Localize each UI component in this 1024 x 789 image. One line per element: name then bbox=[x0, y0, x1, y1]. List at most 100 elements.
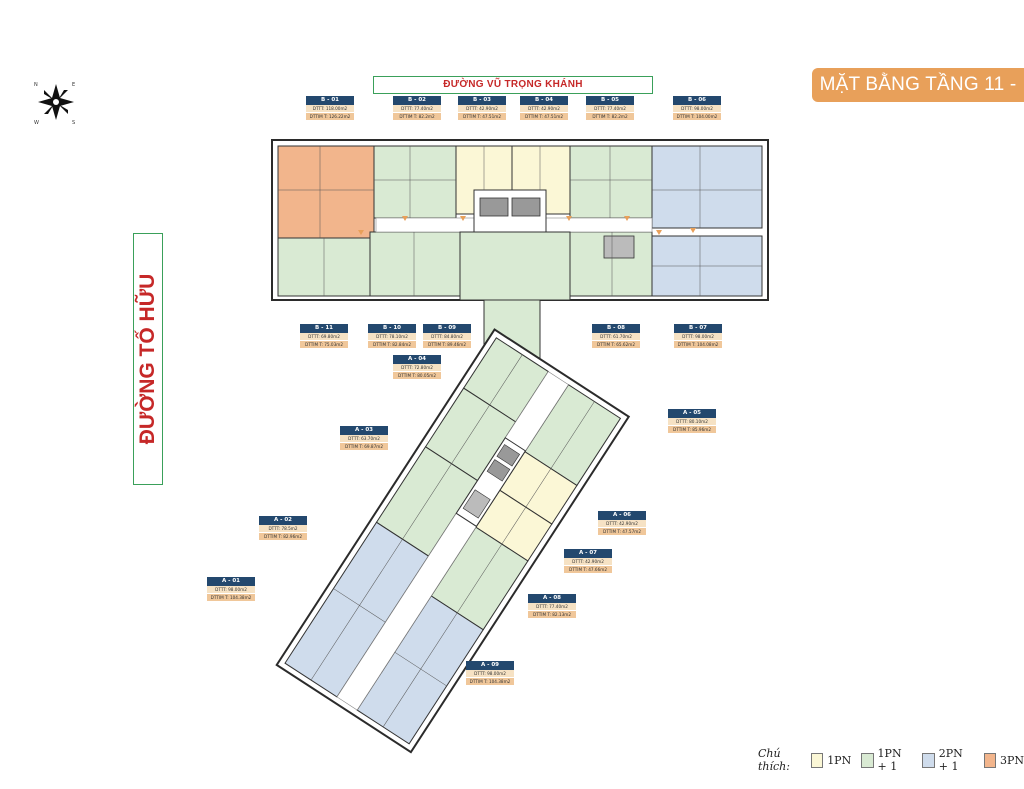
unit-b06 bbox=[651, 145, 763, 229]
unit-dttt: DTTT: 118.00m2 bbox=[306, 105, 354, 113]
unit-dttt: DTTT: 98.00m2 bbox=[207, 586, 255, 594]
unit-code: A - 05 bbox=[668, 409, 716, 418]
unit-label-a07: A - 07 DTTT: 42.90m2 DTTIM T: 47.66m2 bbox=[564, 549, 612, 573]
unit-dttt: DTTT: 72.80m2 bbox=[393, 364, 441, 372]
legend-label-2pn-plus-1: 2PN + 1 bbox=[938, 747, 963, 773]
unit-dttt: DTTT: 77.40m2 bbox=[393, 105, 441, 113]
unit-code: A - 08 bbox=[528, 594, 576, 603]
unit-label-a08: A - 08 DTTT: 77.40m2 DTTIM T: 82.13m2 bbox=[528, 594, 576, 618]
unit-code: A - 07 bbox=[564, 549, 612, 558]
unit-dttim: DTTIM T: 82.13m2 bbox=[528, 611, 576, 618]
unit-label-b03: B - 03 DTTT: 42.90m2 DTTIM T: 47.51m2 bbox=[458, 96, 506, 120]
street-label-top: ĐƯỜNG VŨ TRỌNG KHÁNH bbox=[373, 76, 653, 94]
unit-code: B - 01 bbox=[306, 96, 354, 105]
unit-dttim: DTTIM T: 104.38m2 bbox=[207, 594, 255, 601]
unit-code: A - 01 bbox=[207, 577, 255, 586]
unit-dttt: DTTT: 98.00m2 bbox=[673, 105, 721, 113]
unit-code: B - 11 bbox=[300, 324, 348, 333]
unit-dttim: DTTIM T: 126.22m2 bbox=[306, 113, 354, 120]
unit-label-a06: A - 06 DTTT: 42.90m2 DTTIM T: 47.57m2 bbox=[598, 511, 646, 535]
unit-dttim: DTTIM T: 82.2m2 bbox=[586, 113, 634, 120]
unit-dttim: DTTIM T: 104.00m2 bbox=[673, 113, 721, 120]
unit-label-b02: B - 02 DTTT: 77.40m2 DTTIM T: 82.2m2 bbox=[393, 96, 441, 120]
unit-label-b07: B - 07 DTTT: 98.00m2 DTTIM T: 104.08m2 bbox=[674, 324, 722, 348]
unit-dttim: DTTIM T: 47.51m2 bbox=[520, 113, 568, 120]
unit-label-a04: A - 04 DTTT: 72.80m2 DTTIM T: 80.05m2 bbox=[393, 355, 441, 379]
unit-label-b01: B - 01 DTTT: 118.00m2 DTTIM T: 126.22m2 bbox=[306, 96, 354, 120]
unit-label-b04: B - 04 DTTT: 42.90m2 DTTIM T: 47.51m2 bbox=[520, 96, 568, 120]
unit-dttt: DTTT: 61.70m2 bbox=[592, 333, 640, 341]
unit-code: B - 02 bbox=[393, 96, 441, 105]
unit-label-b10: B - 10 DTTT: 78.10m2 DTTIM T: 82.84m2 bbox=[368, 324, 416, 348]
unit-dttim: DTTIM T: 89.46m2 bbox=[423, 341, 471, 348]
unit-dttim: DTTIM T: 80.05m2 bbox=[393, 372, 441, 379]
legend-swatch-1pn-plus-1 bbox=[861, 752, 874, 768]
unit-b10 bbox=[369, 231, 461, 297]
svg-text:N: N bbox=[34, 82, 38, 88]
street-label-left: ĐƯỜNG TỐ HỮU bbox=[133, 233, 163, 485]
unit-code: A - 02 bbox=[259, 516, 307, 525]
unit-dttt: DTTT: 42.90m2 bbox=[520, 105, 568, 113]
unit-b01 bbox=[277, 145, 375, 239]
unit-dttt: DTTT: 77.40m2 bbox=[586, 105, 634, 113]
unit-dttim: DTTIM T: 47.66m2 bbox=[564, 566, 612, 573]
unit-dttim: DTTIM T: 104.38m2 bbox=[466, 678, 514, 685]
unit-b05 bbox=[569, 145, 653, 219]
unit-code: B - 08 bbox=[592, 324, 640, 333]
unit-dttim: DTTIM T: 82.2m2 bbox=[393, 113, 441, 120]
unit-label-b06: B - 06 DTTT: 98.00m2 DTTIM T: 104.00m2 bbox=[673, 96, 721, 120]
unit-dttim: DTTIM T: 75.03m2 bbox=[300, 341, 348, 348]
unit-label-a01: A - 01 DTTT: 98.00m2 DTTIM T: 104.38m2 bbox=[207, 577, 255, 601]
unit-dttt: DTTT: 69.80m2 bbox=[300, 333, 348, 341]
unit-dttim: DTTIM T: 65.62m2 bbox=[592, 341, 640, 348]
unit-code: B - 07 bbox=[674, 324, 722, 333]
legend-swatch-3pn bbox=[983, 752, 996, 768]
unit-dttim: DTTIM T: 104.08m2 bbox=[674, 341, 722, 348]
floor-plan-title: MẶT BẰNG TẦNG 11 - 41 bbox=[812, 68, 1024, 129]
legend: Chú thích: 1PN 1PN + 1 2PN + 1 3PN bbox=[758, 747, 1024, 773]
unit-dttim: DTTIM T: 47.51m2 bbox=[458, 113, 506, 120]
unit-dttt: DTTT: 42.90m2 bbox=[564, 558, 612, 566]
unit-dttt: DTTT: 98.00m2 bbox=[466, 670, 514, 678]
unit-dttt: DTTT: 77.40m2 bbox=[528, 603, 576, 611]
unit-label-a03: A - 03 DTTT: 63.70m2 DTTIM T: 69.87m2 bbox=[340, 426, 388, 450]
unit-code: B - 05 bbox=[586, 96, 634, 105]
legend-label-1pn-plus-1: 1PN + 1 bbox=[877, 747, 902, 773]
unit-b02 bbox=[373, 145, 457, 219]
unit-code: A - 04 bbox=[393, 355, 441, 364]
unit-dttt: DTTT: 78.5m2 bbox=[259, 525, 307, 533]
unit-label-a09: A - 09 DTTT: 98.00m2 DTTIM T: 104.38m2 bbox=[466, 661, 514, 685]
legend-caption: Chú thích: bbox=[758, 747, 790, 773]
unit-code: A - 06 bbox=[598, 511, 646, 520]
unit-code: B - 04 bbox=[520, 96, 568, 105]
unit-label-b11: B - 11 DTTT: 69.80m2 DTTIM T: 75.03m2 bbox=[300, 324, 348, 348]
unit-label-b05: B - 05 DTTT: 77.40m2 DTTIM T: 82.2m2 bbox=[586, 96, 634, 120]
legend-label-3pn: 3PN bbox=[999, 753, 1024, 767]
unit-label-b08: B - 08 DTTT: 61.70m2 DTTIM T: 65.62m2 bbox=[592, 324, 640, 348]
unit-dttt: DTTT: 42.90m2 bbox=[598, 520, 646, 528]
unit-dttt: DTTT: 42.90m2 bbox=[458, 105, 506, 113]
unit-code: B - 06 bbox=[673, 96, 721, 105]
unit-code: A - 09 bbox=[466, 661, 514, 670]
unit-dttim: DTTIM T: 47.57m2 bbox=[598, 528, 646, 535]
svg-text:S: S bbox=[72, 120, 75, 126]
unit-label-b09: B - 09 DTTT: 84.80m2 DTTIM T: 89.46m2 bbox=[423, 324, 471, 348]
unit-dttim: DTTIM T: 82.96m2 bbox=[259, 533, 307, 540]
unit-code: B - 09 bbox=[423, 324, 471, 333]
unit-dttt: DTTT: 80.10m2 bbox=[668, 418, 716, 426]
unit-label-a02: A - 02 DTTT: 78.5m2 DTTIM T: 82.96m2 bbox=[259, 516, 307, 540]
legend-swatch-2pn-plus-1 bbox=[922, 752, 935, 768]
unit-dttt: DTTT: 63.70m2 bbox=[340, 435, 388, 443]
unit-code: B - 10 bbox=[368, 324, 416, 333]
unit-code: A - 03 bbox=[340, 426, 388, 435]
unit-dttt: DTTT: 78.10m2 bbox=[368, 333, 416, 341]
unit-label-a05: A - 05 DTTT: 80.10m2 DTTIM T: 85.96m2 bbox=[668, 409, 716, 433]
unit-dttt: DTTT: 98.00m2 bbox=[674, 333, 722, 341]
legend-label-1pn: 1PN bbox=[827, 753, 852, 767]
unit-code: B - 03 bbox=[458, 96, 506, 105]
compass-rose-icon: N E S W bbox=[34, 82, 75, 126]
unit-dttim: DTTIM T: 82.84m2 bbox=[368, 341, 416, 348]
svg-text:E: E bbox=[72, 82, 75, 88]
unit-dttim: DTTIM T: 85.96m2 bbox=[668, 426, 716, 433]
